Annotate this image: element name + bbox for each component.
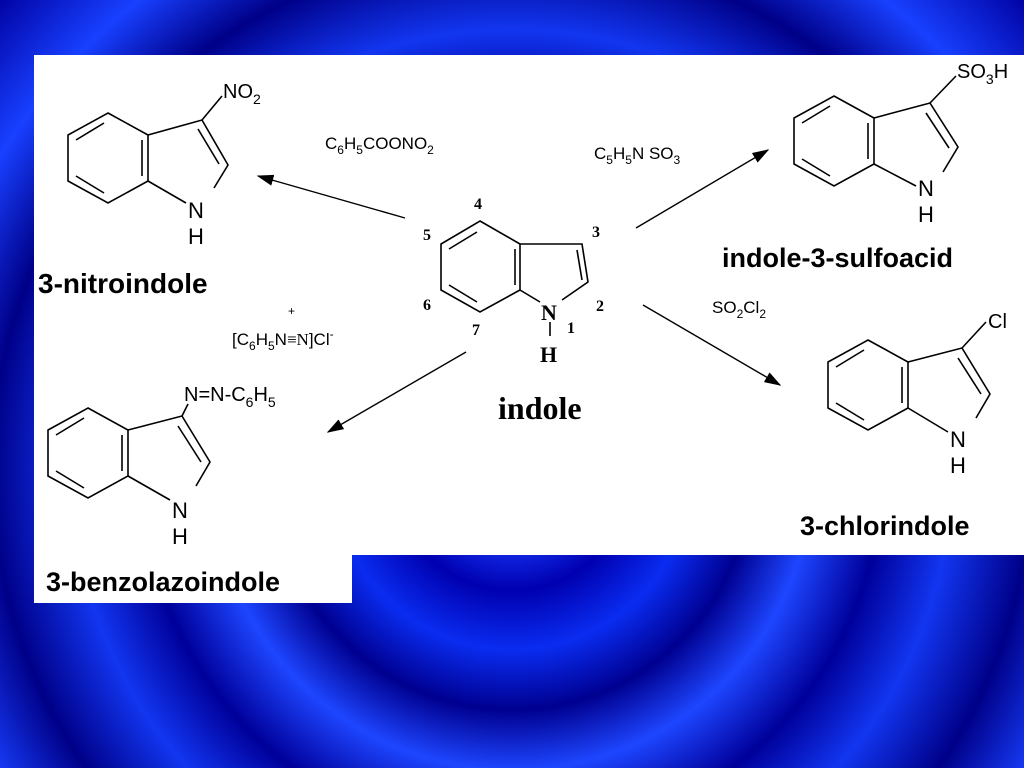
chloro-n-atom: N — [950, 427, 966, 452]
reagents-chlorination-2: Cl — [743, 298, 759, 317]
products-sulfo-sub-0: SO — [957, 61, 986, 83]
reagent-nitration: C6H5COONO2 — [325, 134, 434, 157]
arrow-to-sulfo — [635, 149, 770, 229]
sulfo-group: SO3H — [957, 61, 1008, 87]
label-nitroindole: 3-nitroindole — [38, 268, 208, 299]
nitro-h-atom: H — [188, 224, 204, 249]
position-2: 2 — [596, 298, 604, 315]
azo-n-atom: N — [172, 498, 188, 523]
label-sulfoacid: indole-3-sulfoacid — [722, 243, 953, 273]
arrow-to-chloro — [642, 304, 782, 386]
reagents-sulfonation-5: 3 — [674, 153, 681, 167]
reagents-sulfonation-3: 5 — [625, 153, 632, 167]
indole-label: indole — [498, 390, 582, 426]
reagents-azo-parts-2: H — [256, 330, 268, 349]
reagents-sulfonation-0: C — [594, 144, 606, 163]
reagent-azo: [C6H5N≡N]Cl- — [232, 327, 334, 353]
reagents-sulfonation-2: H — [613, 144, 625, 163]
reagents-chlorination-1: 2 — [737, 307, 744, 321]
azoindole-structure: N=N-C6H5 N H — [47, 384, 276, 549]
reagents-azo-parts-6: N — [297, 330, 309, 349]
indole-h-atom: H — [540, 342, 557, 367]
reagents-azo-parts-4: N — [275, 330, 287, 349]
position-1: 1 — [567, 320, 575, 337]
products-azo-sub-0: N=N-C — [184, 384, 246, 406]
position-3: 3 — [592, 224, 600, 241]
nitro-n-atom: N — [188, 198, 204, 223]
reagents-sulfonation-1: 5 — [606, 153, 613, 167]
reagents-azo-parts-3: 5 — [268, 339, 275, 353]
chlorindole-structure: Cl N H — [827, 311, 1007, 478]
reagents-nitration-0: C — [325, 134, 337, 153]
reagent-chlorination: SO2Cl2 — [712, 298, 766, 321]
arrow-to-azo — [326, 351, 467, 433]
reagents-sulfonation-4: N SO — [632, 144, 674, 163]
nitroindole-structure: NO2 N H — [67, 81, 261, 249]
products-azo-sub-2: H — [253, 384, 267, 406]
products-nitro-sub-0: NO — [223, 81, 253, 103]
label-chlorindole: 3-chlorindole — [800, 511, 970, 541]
reagents-chlorination-0: SO — [712, 298, 737, 317]
position-6: 6 — [423, 297, 431, 314]
reagents-azo-parts-7: ]Cl — [309, 330, 330, 349]
position-5: 5 — [423, 227, 431, 244]
sulfo-n-atom: N — [918, 176, 934, 201]
label-azoindole: 3-benzolazoindole — [46, 567, 280, 597]
reagents-chlorination-3: 2 — [759, 307, 766, 321]
reagents-azo-parts-0: [C — [232, 330, 249, 349]
indole-n-atom: N — [541, 300, 557, 325]
arrow-to-nitro — [256, 174, 406, 219]
reagent-azo-charge: + — [288, 304, 295, 318]
position-7: 7 — [472, 322, 480, 339]
products-nitro-sub-1: 2 — [253, 91, 261, 107]
sulfo-h-atom: H — [918, 202, 934, 227]
azo-h-atom: H — [172, 524, 188, 549]
reagents-nitration-2: H — [344, 134, 356, 153]
indole-structure: N H 1 2 3 4 5 6 7 indole — [423, 196, 604, 426]
reagents-nitration-3: 5 — [356, 143, 363, 157]
nitro-group: NO2 — [223, 81, 261, 107]
products-azo-sub-3: 5 — [268, 394, 276, 410]
reagents-azo-parts-5: ≡ — [287, 330, 297, 349]
reagents-nitration-5: 2 — [427, 143, 434, 157]
sulfoacid-structure: SO3H N H — [793, 61, 1008, 227]
reagents-azo-parts-8: - — [330, 327, 334, 341]
products-azo-sub-1: 6 — [246, 394, 254, 410]
position-4: 4 — [474, 196, 482, 213]
reagent-sulfonation: C5H5N SO3 — [594, 144, 681, 167]
reagents-azo-parts-1: 6 — [249, 339, 256, 353]
chloro-group: Cl — [988, 311, 1007, 333]
azo-group: N=N-C6H5 — [184, 384, 276, 410]
products-sulfo-sub-2: H — [994, 61, 1008, 83]
products-sulfo-sub-1: 3 — [986, 71, 994, 87]
white-panel — [34, 55, 1024, 555]
reagents-nitration-4: COONO — [363, 134, 427, 153]
chloro-h-atom: H — [950, 453, 966, 478]
reagents-nitration-1: 6 — [337, 143, 344, 157]
white-panel-tab — [34, 555, 352, 603]
